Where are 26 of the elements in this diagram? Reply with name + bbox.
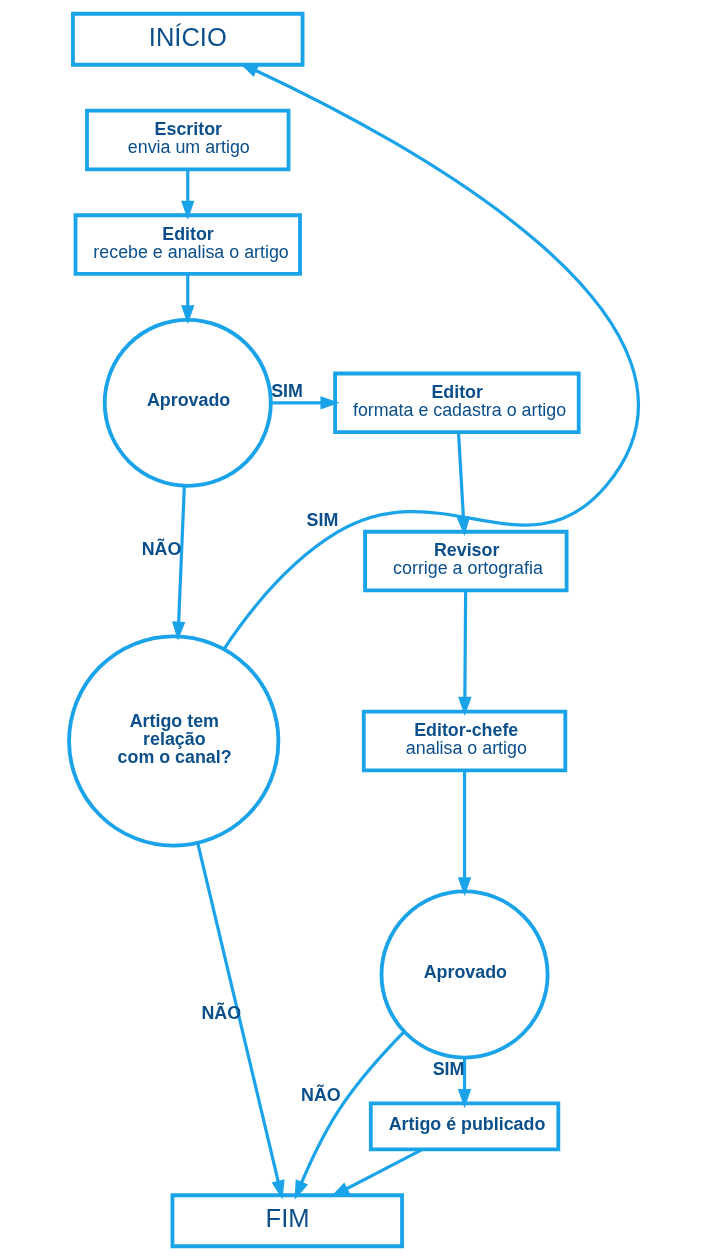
edge-label: SIM: [306, 509, 339, 530]
node-box: Escritor envia um artigo: [85, 108, 291, 172]
arrow: [196, 842, 285, 1200]
arrow: [181, 169, 195, 220]
node-circle: Artigo tem relação com o canal?: [67, 634, 281, 848]
node-box: Artigo é publicado: [368, 1101, 561, 1152]
arrow: [457, 1057, 472, 1109]
node-box: Editor formata e cadastra o artigo: [333, 371, 581, 435]
arrow: [456, 432, 471, 537]
node-box: INÍCIO: [71, 11, 305, 67]
node-box: Editor recebe e analisa o artigo: [73, 213, 302, 276]
arrow: [181, 274, 195, 325]
arrow: [330, 1148, 424, 1198]
arrow: [270, 396, 340, 410]
edge-label: SIM: [271, 380, 303, 401]
arrow: [171, 485, 186, 641]
arrow: [457, 770, 472, 897]
node-circle: Aprovado: [102, 317, 273, 488]
arrow: [458, 590, 472, 716]
arrow: [222, 62, 640, 650]
node-box: FIM: [170, 1193, 404, 1249]
node-box: Editor-chefe analisa o artigo: [361, 709, 568, 773]
edge-label: NÃO: [301, 1085, 341, 1106]
node-circle: Aprovado: [379, 889, 550, 1060]
node-box: Revisor corrige a ortografia: [363, 529, 569, 593]
arrow: [294, 1031, 405, 1200]
